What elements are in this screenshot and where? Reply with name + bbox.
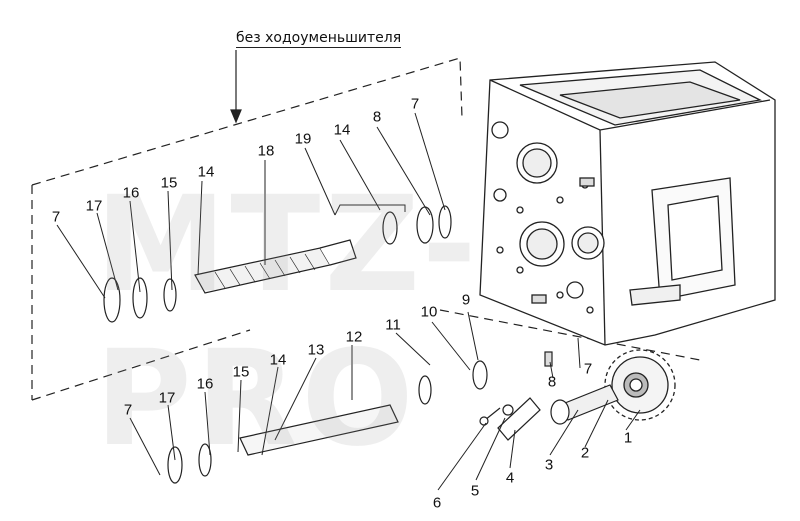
callout-16-lower: 16 (196, 375, 214, 393)
callout-9: 9 (461, 291, 471, 309)
shaft-2-3 (550, 384, 619, 425)
dashed-frame (31, 57, 701, 401)
small-pin (544, 351, 553, 367)
plate-washer-bolt (479, 397, 541, 441)
upper-rings (103, 205, 452, 323)
callout-4: 4 (505, 469, 515, 487)
callout-13: 13 (307, 341, 325, 359)
callout-6: 6 (432, 494, 442, 512)
callout-18: 18 (257, 142, 275, 160)
callout-1: 1 (623, 429, 633, 447)
callout-19: 19 (294, 130, 312, 148)
callout-14-lower: 14 (269, 351, 287, 369)
callout-7-bottom: 7 (583, 360, 593, 378)
callout-10: 10 (420, 303, 438, 321)
caption-arrow (230, 50, 242, 124)
callout-2: 2 (580, 444, 590, 462)
callout-7-upper-left: 7 (51, 208, 61, 226)
callout-7-upper-right: 7 (410, 95, 420, 113)
callout-3: 3 (544, 456, 554, 474)
callout-11: 11 (385, 316, 401, 334)
callout-5: 5 (470, 482, 480, 500)
upper-shaft (194, 239, 357, 294)
callout-14-upper: 14 (197, 163, 215, 181)
callout-7-lower: 7 (123, 401, 133, 419)
callout-15-lower: 15 (232, 363, 250, 381)
callout-17-lower: 17 (158, 389, 176, 407)
callout-12: 12 (345, 328, 363, 346)
input-gear (604, 349, 676, 421)
callout-15-upper: 15 (160, 174, 178, 192)
callout-14-upper-right: 14 (333, 121, 351, 139)
gearbox-housing (479, 61, 776, 346)
caption-without-reduction-gear: без ходоуменьшителя (236, 30, 402, 48)
lower-shaft (167, 360, 488, 484)
callout-8-bottom: 8 (547, 373, 557, 391)
leader-lines (56, 112, 641, 491)
callout-8-upper: 8 (372, 108, 382, 126)
callout-16-upper: 16 (122, 184, 140, 202)
callout-17-upper: 17 (85, 197, 103, 215)
